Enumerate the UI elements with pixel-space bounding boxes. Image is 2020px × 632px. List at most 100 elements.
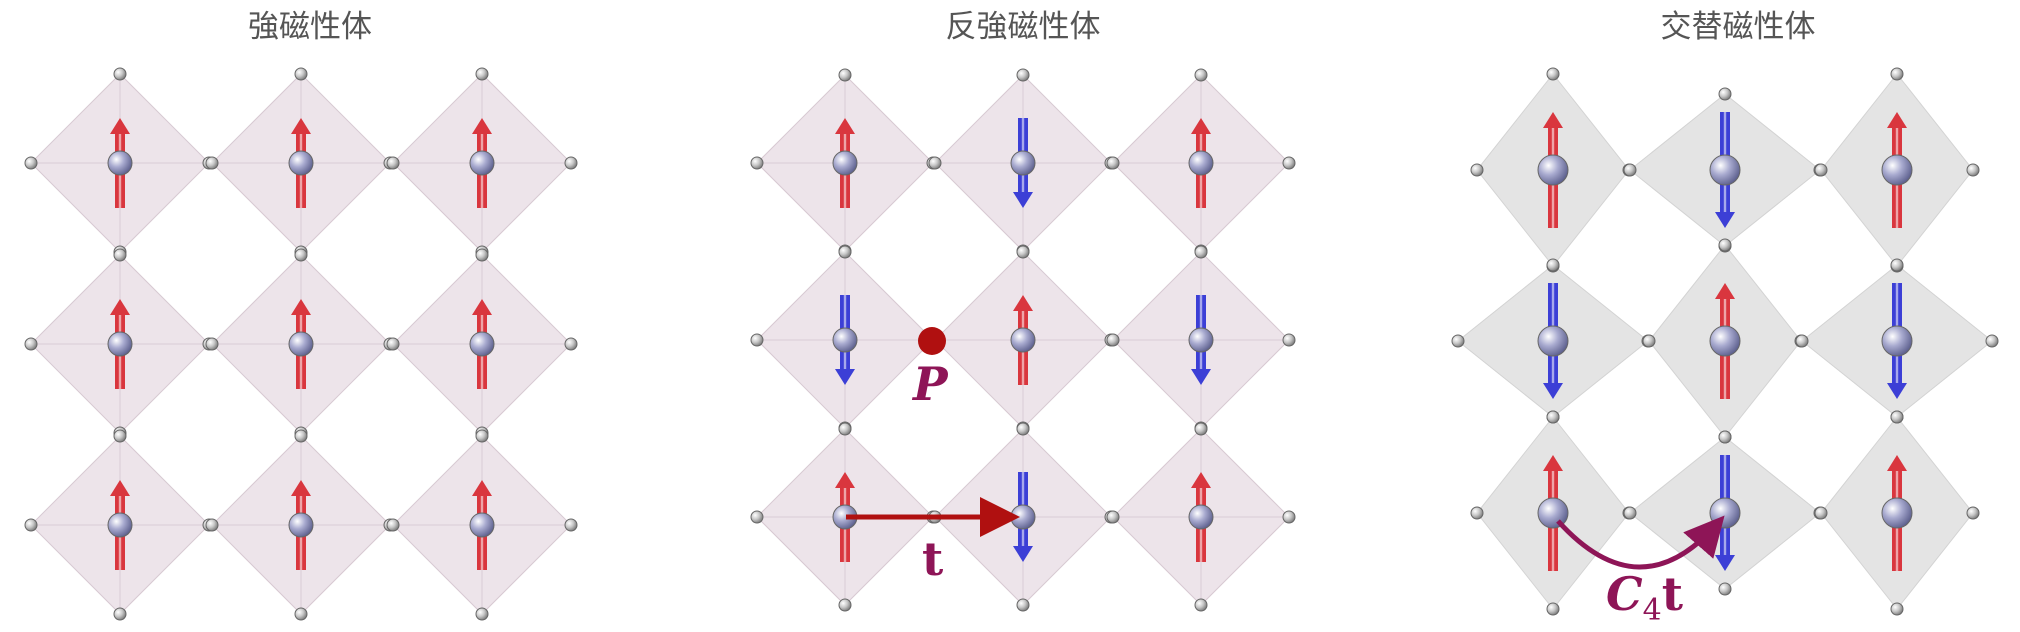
ferro-ligand-atom: [294, 607, 308, 621]
alter-magnetic-atom: [1709, 154, 1741, 186]
alter-ligand-atom: [1623, 163, 1637, 177]
antiferro-ligand-atom: [838, 68, 852, 82]
antiferro-magnetic-atom: [1188, 504, 1214, 530]
antiferro-ligand-atom: [1194, 245, 1208, 259]
antiferro-ligand-atom: [928, 156, 942, 170]
panel-title-altermagnet: 交替磁性体: [1661, 9, 1816, 45]
antiferro-ligand-atom: [1282, 510, 1296, 524]
ferro-magnetic-atom: [107, 512, 133, 538]
rotation-translation-label: C4t: [1606, 567, 1684, 628]
alter-ligand-atom: [1623, 506, 1637, 520]
alter-magnetic-atom: [1537, 325, 1569, 357]
ferro-ligand-atom: [113, 607, 127, 621]
ferro-ligand-atom: [113, 429, 127, 443]
antiferro-ligand-atom: [750, 333, 764, 347]
antiferro-ligand-atom: [1016, 245, 1030, 259]
ferro-magnetic-atom: [469, 331, 495, 357]
antiferromagnet-lattice: [750, 68, 1296, 612]
ferro-ligand-atom: [205, 337, 219, 351]
alter-ligand-atom: [1546, 410, 1560, 424]
antiferro-ligand-atom: [1194, 422, 1208, 436]
inversion-label: P: [911, 357, 949, 411]
alter-ligand-atom: [1642, 334, 1656, 348]
ferro-ligand-atom: [386, 337, 400, 351]
alter-ligand-atom: [1546, 258, 1560, 272]
alter-ligand-atom: [1985, 334, 1999, 348]
antiferro-magnetic-atom: [1010, 504, 1036, 530]
alter-ligand-atom: [1718, 238, 1732, 252]
alter-ligand-atom: [1451, 334, 1465, 348]
antiferro-magnetic-atom: [1010, 150, 1036, 176]
antiferro-ligand-atom: [1016, 422, 1030, 436]
panel-title-ferromagnet: 強磁性体: [248, 9, 372, 45]
ferro-magnetic-atom: [469, 512, 495, 538]
antiferro-magnetic-atom: [1010, 327, 1036, 353]
ferro-ligand-atom: [386, 518, 400, 532]
alter-ligand-atom: [1546, 602, 1560, 616]
antiferro-ligand-atom: [1282, 333, 1296, 347]
translation-label: t: [922, 532, 944, 586]
antiferro-ligand-atom: [1194, 68, 1208, 82]
rotation-translation-arrow: [1556, 515, 1725, 570]
alter-ligand-atom: [1718, 430, 1732, 444]
alter-ligand-atom: [1966, 506, 1980, 520]
ferro-ligand-atom: [113, 67, 127, 81]
alter-magnetic-atom: [1881, 154, 1913, 186]
alter-magnetic-atom: [1881, 325, 1913, 357]
antiferro-ligand-atom: [838, 245, 852, 259]
ferro-ligand-atom: [386, 156, 400, 170]
ferro-ligand-atom: [205, 156, 219, 170]
antiferro-ligand-atom: [1282, 156, 1296, 170]
panel-title-antiferromagnet: 反強磁性体: [946, 9, 1101, 45]
antiferro-magnetic-atom: [832, 150, 858, 176]
alter-ligand-atom: [1718, 87, 1732, 101]
ferro-magnetic-atom: [288, 512, 314, 538]
ferro-ligand-atom: [475, 607, 489, 621]
alter-ligand-atom: [1814, 506, 1828, 520]
antiferro-ligand-atom: [1106, 156, 1120, 170]
ferro-ligand-atom: [24, 518, 38, 532]
ferromagnet-lattice: [24, 67, 578, 621]
antiferro-ligand-atom: [1106, 510, 1120, 524]
ferro-ligand-atom: [564, 518, 578, 532]
alter-ligand-atom: [1795, 334, 1809, 348]
rotation-label-sub: 4: [1643, 593, 1662, 628]
antiferro-ligand-atom: [750, 156, 764, 170]
ferro-magnetic-atom: [107, 331, 133, 357]
antiferro-ligand-atom: [1106, 333, 1120, 347]
alter-ligand-atom: [1890, 602, 1904, 616]
ferro-ligand-atom: [475, 248, 489, 262]
ferro-ligand-atom: [294, 248, 308, 262]
ferro-ligand-atom: [475, 67, 489, 81]
antiferro-ligand-atom: [750, 510, 764, 524]
antiferro-ligand-atom: [1194, 598, 1208, 612]
rotation-label-main: C: [1606, 567, 1643, 621]
inversion-center-marker: [918, 327, 946, 355]
alter-ligand-atom: [1890, 67, 1904, 81]
alter-ligand-atom: [1966, 163, 1980, 177]
ferro-magnetic-atom: [469, 150, 495, 176]
ferro-magnetic-atom: [107, 150, 133, 176]
antiferro-magnetic-atom: [1188, 150, 1214, 176]
ferro-ligand-atom: [113, 248, 127, 262]
alter-magnetic-atom: [1537, 154, 1569, 186]
alter-ligand-atom: [1814, 163, 1828, 177]
altermagnet-lattice: [1451, 67, 1999, 616]
antiferro-ligand-atom: [838, 422, 852, 436]
antiferro-ligand-atom: [1016, 598, 1030, 612]
ferro-ligand-atom: [475, 429, 489, 443]
alter-ligand-atom: [1890, 410, 1904, 424]
alter-magnetic-atom: [1709, 325, 1741, 357]
alter-ligand-atom: [1470, 506, 1484, 520]
ferro-ligand-atom: [24, 337, 38, 351]
rotation-label-vec: t: [1662, 567, 1684, 621]
ferro-ligand-atom: [564, 337, 578, 351]
ferro-ligand-atom: [205, 518, 219, 532]
ferro-magnetic-atom: [288, 150, 314, 176]
antiferro-magnetic-atom: [1188, 327, 1214, 353]
ferro-ligand-atom: [564, 156, 578, 170]
alter-ligand-atom: [1470, 163, 1484, 177]
antiferro-ligand-atom: [838, 598, 852, 612]
ferro-ligand-atom: [294, 67, 308, 81]
